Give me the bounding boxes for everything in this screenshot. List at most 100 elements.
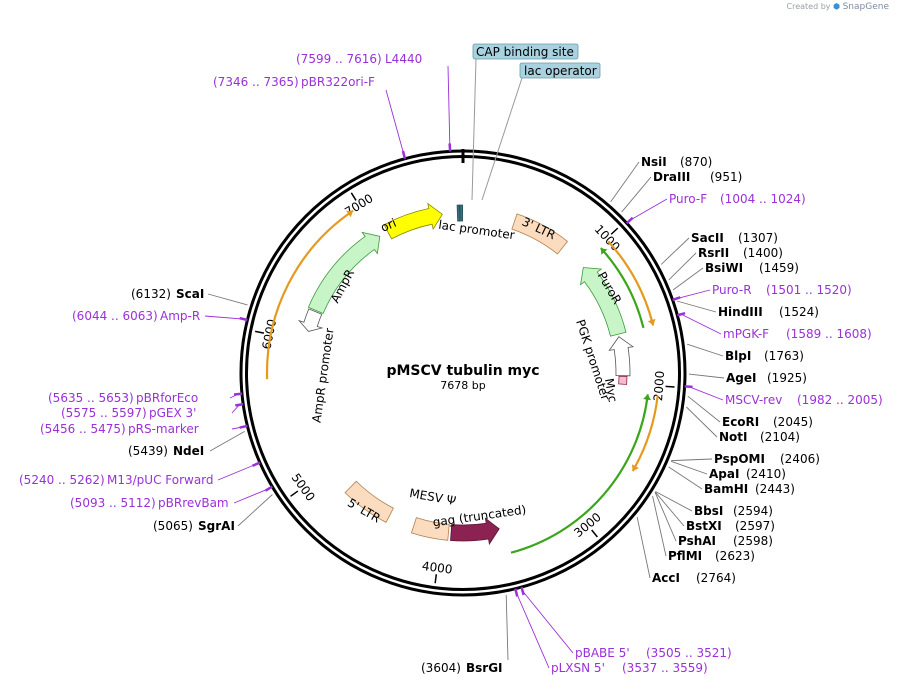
feature-pgk-promoter — [608, 336, 635, 377]
svg-text:(1589 .. 1608): (1589 .. 1608) — [786, 327, 872, 341]
right-label-puro-f: Puro-F (1004 .. 1024) — [669, 192, 806, 206]
svg-text:(2443): (2443) — [755, 482, 795, 496]
leader-right-0 — [610, 161, 640, 203]
svg-text:BlpI: BlpI — [725, 349, 751, 363]
leader-right-21 — [636, 516, 651, 579]
svg-text:(1459): (1459) — [759, 261, 799, 275]
feature-3-ltr — [511, 213, 569, 255]
tick-label-6000: 6000 — [259, 318, 279, 351]
right-label-bsiwi: BsiWI (1459) — [705, 261, 799, 275]
right-label-pbabe-5: pBABE 5' (3505 .. 3521) — [575, 646, 732, 660]
primer-site-right-2 — [625, 216, 634, 225]
leader-layer — [204, 65, 725, 669]
svg-text:(2104): (2104) — [760, 430, 800, 444]
svg-text:ApaI: ApaI — [709, 467, 739, 481]
leader-right-6 — [676, 289, 711, 300]
leader-left-pbrrevbam — [233, 488, 270, 504]
svg-text:(3537 .. 3559): (3537 .. 3559) — [622, 661, 708, 675]
svg-text:SgrAI: SgrAI — [198, 519, 235, 533]
svg-text:pBR322ori-F: pBR322ori-F — [301, 75, 375, 89]
svg-text:(3505 .. 3521): (3505 .. 3521) — [646, 646, 732, 660]
leader-right-19 — [654, 491, 677, 542]
primer-site-right-8 — [677, 311, 686, 317]
leader-right-14 — [671, 458, 713, 462]
left-label-prs-marker: (5456 .. 5475) pRS-marker — [40, 422, 199, 436]
primer-site-left-m13-puc-forward — [252, 461, 261, 467]
svg-text:(5065): (5065) — [153, 519, 193, 533]
orf-arc-tubulin — [631, 395, 659, 472]
leader-left-amp-r — [204, 315, 244, 320]
tick-label-3000: 3000 — [571, 510, 604, 540]
svg-text:AccI: AccI — [652, 571, 680, 585]
left-label-pbrforeco: (5635 .. 5653) pBRforEco — [48, 391, 198, 405]
leader-right-22 — [522, 590, 574, 654]
right-label-bamhi: BamHI (2443) — [704, 482, 795, 496]
svg-text:ScaI: ScaI — [176, 287, 204, 301]
feature-label-lac-promoter: lac promoter — [438, 218, 516, 243]
tick-label-5000: 5000 — [289, 471, 318, 504]
svg-text:pRS-marker: pRS-marker — [128, 422, 199, 436]
tick-mark-1000 — [610, 227, 619, 235]
right-label-mscv-rev: MSCV-rev (1982 .. 2005) — [725, 393, 883, 407]
orf-arc-puror-green — [600, 247, 645, 329]
leader-right-17 — [655, 491, 693, 512]
leader-right-23 — [515, 592, 550, 669]
primer-site-left-prs-marker — [239, 424, 248, 429]
feature-ampr — [307, 231, 381, 315]
svg-text:(2406): (2406) — [780, 452, 820, 466]
orf-arc-tubulin-green-head — [643, 394, 652, 401]
credit-brand: SnapGene — [842, 2, 889, 12]
primer-site-left-pbrforeco — [233, 392, 243, 396]
tick-label-4000: 4000 — [421, 559, 453, 577]
right-label-rsrii: RsrII (1400) — [698, 246, 783, 260]
svg-text:(2410): (2410) — [746, 467, 786, 481]
orf-arc-tubulin-green — [510, 394, 649, 554]
leader-right-11 — [688, 386, 724, 401]
feature-lac-operator-box — [459, 204, 464, 222]
svg-text:SacII: SacII — [691, 231, 724, 245]
svg-text:NotI: NotI — [719, 430, 748, 444]
leader-left-pbr322ori-f — [385, 89, 405, 155]
svg-text:(5575 .. 5597): (5575 .. 5597) — [61, 406, 147, 420]
left-label-sgrai: (5065) SgrAI — [153, 519, 235, 533]
svg-text:RsrII: RsrII — [698, 246, 729, 260]
right-label-noti: NotI (2104) — [719, 430, 800, 444]
feature-ampr-promoter — [297, 308, 324, 332]
left-label-pbr322ori-f: (7346 .. 7365) pBR322ori-F — [213, 75, 375, 89]
leader-right-2 — [629, 198, 668, 221]
tick-mark-3000 — [591, 529, 598, 538]
primer-site-left-pbrrevbam — [264, 485, 273, 492]
svg-text:(2623): (2623) — [715, 549, 755, 563]
svg-text:(2597): (2597) — [735, 519, 775, 533]
callout-leader-lac — [481, 77, 523, 201]
svg-text:BsiWI: BsiWI — [705, 261, 743, 275]
svg-text:(5240 .. 5262): (5240 .. 5262) — [19, 473, 105, 487]
right-label-pflmi: PflMI (2623) — [668, 549, 755, 563]
primer-site-right-22 — [520, 586, 525, 596]
leader-left-m13-puc-forward — [217, 463, 257, 481]
right-label-puro-r: Puro-R (1501 .. 1520) — [712, 283, 852, 297]
leader-right-9 — [687, 343, 724, 357]
leader-right-7 — [677, 300, 717, 313]
svg-text:pBRrevBam: pBRrevBam — [158, 496, 229, 510]
callout-leader-cap — [471, 58, 477, 201]
right-label-hindiii: HindIII (1524) — [718, 305, 819, 319]
callout-lac-operator: lac operator — [519, 62, 601, 79]
svg-text:(870): (870) — [680, 155, 712, 169]
left-label-scai: (6132) ScaI — [131, 287, 204, 301]
leader-right-5 — [672, 267, 704, 291]
feature-label-ampr-promoter: AmpR promoter — [309, 327, 336, 423]
svg-text:mPGK-F: mPGK-F — [723, 327, 769, 341]
leader-left-bsrgi — [505, 594, 509, 661]
svg-text:BsrGI: BsrGI — [466, 661, 503, 675]
leader-right-20 — [652, 495, 667, 557]
left-label-ndei: (5439) NdeI — [128, 444, 204, 458]
svg-text:HindIII: HindIII — [718, 305, 763, 319]
svg-text:pGEX 3': pGEX 3' — [149, 406, 196, 420]
svg-text:PshAI: PshAI — [678, 534, 716, 548]
orf-arc-puror — [607, 240, 655, 326]
svg-text:(6132): (6132) — [131, 287, 171, 301]
primer-site-left-pbr322ori-f — [401, 150, 407, 160]
primer-site-right-23 — [514, 588, 519, 597]
